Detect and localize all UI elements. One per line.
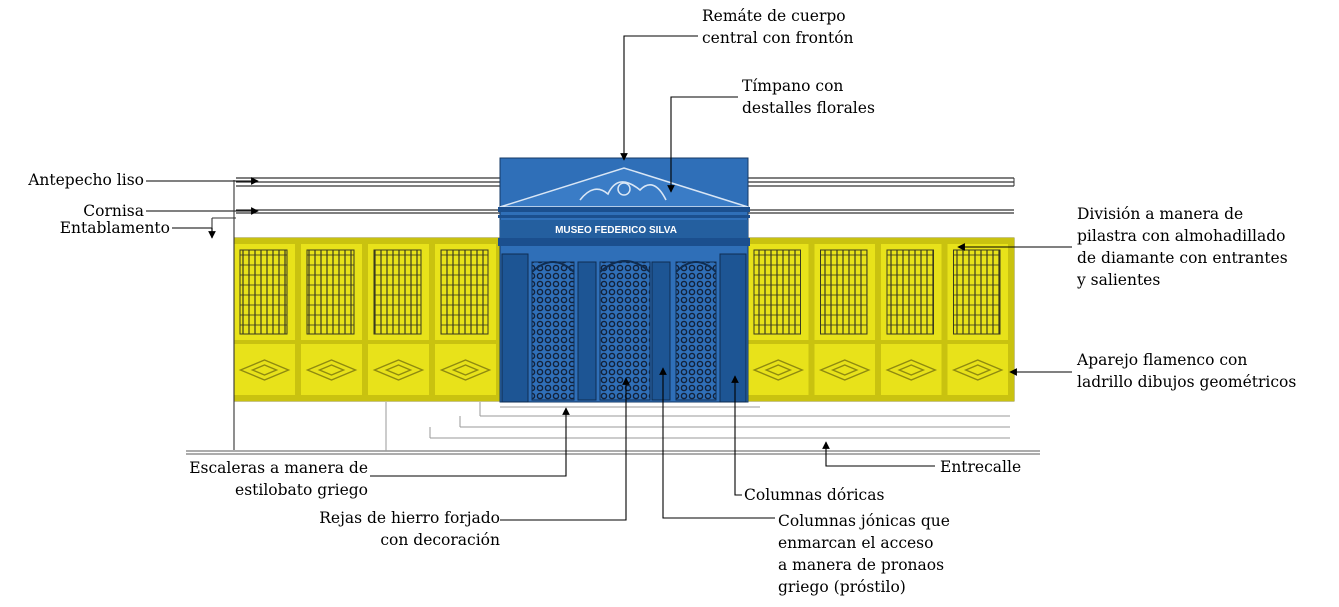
- leader-lines: [146, 35, 1072, 521]
- left-wing: [233, 237, 503, 402]
- label-division: División a manera de pilastra con almoha…: [1077, 205, 1288, 289]
- brick-diamond-motif: [305, 359, 358, 381]
- label-aparejo: Aparejo flamenco con ladrillo dibujos ge…: [1077, 351, 1297, 391]
- label-entablamento: Entablamento: [59, 219, 170, 237]
- pilaster: [429, 244, 435, 395]
- ionic-columns: [577, 261, 671, 401]
- window-grille: [886, 249, 934, 335]
- label-remate: Remáte de cuerpo central con frontón: [702, 7, 854, 47]
- label-timpano: Tímpano con destalles florales: [742, 77, 875, 117]
- brick-diamond-motif: [818, 359, 871, 381]
- pilaster: [496, 244, 502, 395]
- label-escaleras: Escaleras a manera de estilobato griego: [189, 459, 368, 499]
- window-grille: [239, 249, 288, 335]
- brick-diamond-motif: [238, 359, 291, 381]
- iron-gates: [531, 260, 717, 401]
- brick-diamond-motif: [885, 359, 938, 381]
- label-rejas: Rejas de hierro forjado con decoración: [319, 509, 500, 549]
- brick-diamond-motif: [951, 359, 1004, 381]
- brick-diamond-motif: [439, 359, 492, 381]
- label-columnas-jonicas: Columnas jónicas que enmarcan el acceso …: [778, 512, 950, 596]
- window-grille: [820, 249, 868, 335]
- right-wing: [747, 237, 1015, 402]
- label-columnas-doricas: Columnas dóricas: [744, 486, 885, 504]
- pilaster: [1008, 244, 1014, 395]
- museum-sign: MUSEO FEDERICO SILVA: [555, 225, 677, 236]
- pilaster: [941, 244, 948, 395]
- label-entrecalle: Entrecalle: [940, 458, 1022, 476]
- label-cornisa: Cornisa: [83, 202, 144, 220]
- pilaster: [362, 244, 368, 395]
- stairs: [385, 402, 1010, 451]
- pilaster: [875, 244, 881, 395]
- building: MUSEO FEDERICO SILVA: [186, 157, 1040, 455]
- window-grille: [440, 249, 489, 335]
- pilaster: [808, 244, 815, 395]
- window-grille: [753, 249, 801, 335]
- brick-diamond-motif: [372, 359, 425, 381]
- street-lines: [186, 450, 1040, 455]
- label-antepecho: Antepecho liso: [28, 171, 144, 189]
- window-grille: [306, 249, 355, 335]
- window-grille: [953, 249, 1001, 335]
- central-portico: MUSEO FEDERICO SILVA: [498, 157, 750, 403]
- brick-diamond-motif: [752, 359, 805, 381]
- window-grille: [373, 249, 422, 335]
- pilaster: [295, 244, 301, 395]
